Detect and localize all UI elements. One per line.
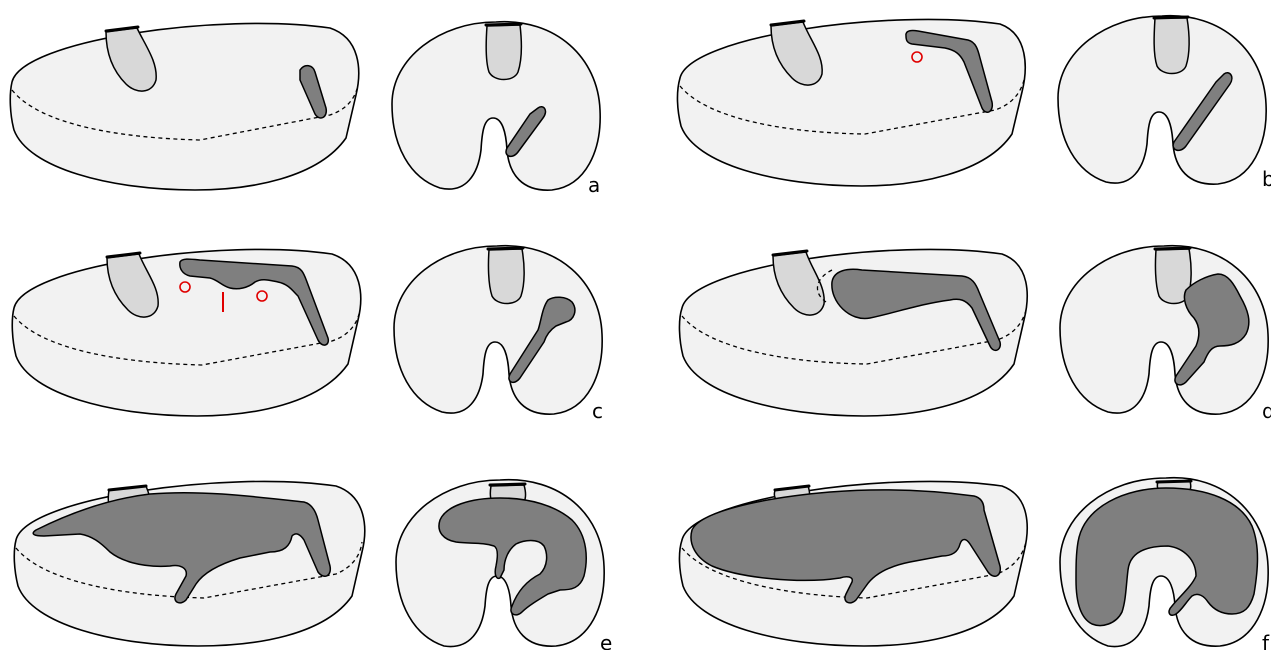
panel-f-side-view bbox=[679, 481, 1027, 646]
panel-label: c bbox=[592, 399, 603, 423]
light-region bbox=[488, 249, 524, 304]
panel-label: d bbox=[1262, 399, 1271, 423]
panel-b-side-view bbox=[677, 19, 1025, 186]
disc-outline bbox=[10, 23, 358, 190]
panel-c: c bbox=[12, 246, 603, 423]
panel-a-side-view bbox=[10, 23, 358, 190]
panel-e-front-view bbox=[396, 480, 604, 647]
panel-c-front-view bbox=[394, 246, 602, 414]
panel-d-side-view bbox=[679, 249, 1027, 416]
cap-mark bbox=[488, 248, 523, 249]
panel-b-front-view bbox=[1058, 16, 1266, 184]
light-region bbox=[486, 25, 521, 80]
cap-mark bbox=[1157, 481, 1191, 482]
light-region bbox=[1154, 18, 1189, 74]
cap-mark bbox=[1154, 17, 1188, 18]
cap-mark bbox=[490, 484, 525, 485]
panel-d-front-view bbox=[1060, 246, 1268, 414]
panel-a-front-view bbox=[392, 22, 600, 190]
panel-e-side-view bbox=[14, 481, 364, 646]
panel-label: f bbox=[1262, 631, 1270, 650]
panel-e: e bbox=[14, 480, 612, 650]
panel-b: b bbox=[677, 16, 1271, 191]
panel-label: e bbox=[600, 631, 612, 650]
panel-label: b bbox=[1262, 167, 1271, 191]
panel-label: a bbox=[588, 173, 600, 197]
panel-c-side-view bbox=[12, 249, 360, 416]
panel-d: d bbox=[679, 246, 1271, 423]
cap-mark bbox=[1155, 248, 1190, 249]
panel-f: f bbox=[679, 478, 1270, 650]
panel-f-front-view bbox=[1060, 478, 1268, 647]
panel-a: a bbox=[10, 22, 600, 197]
cap-mark bbox=[486, 24, 521, 25]
